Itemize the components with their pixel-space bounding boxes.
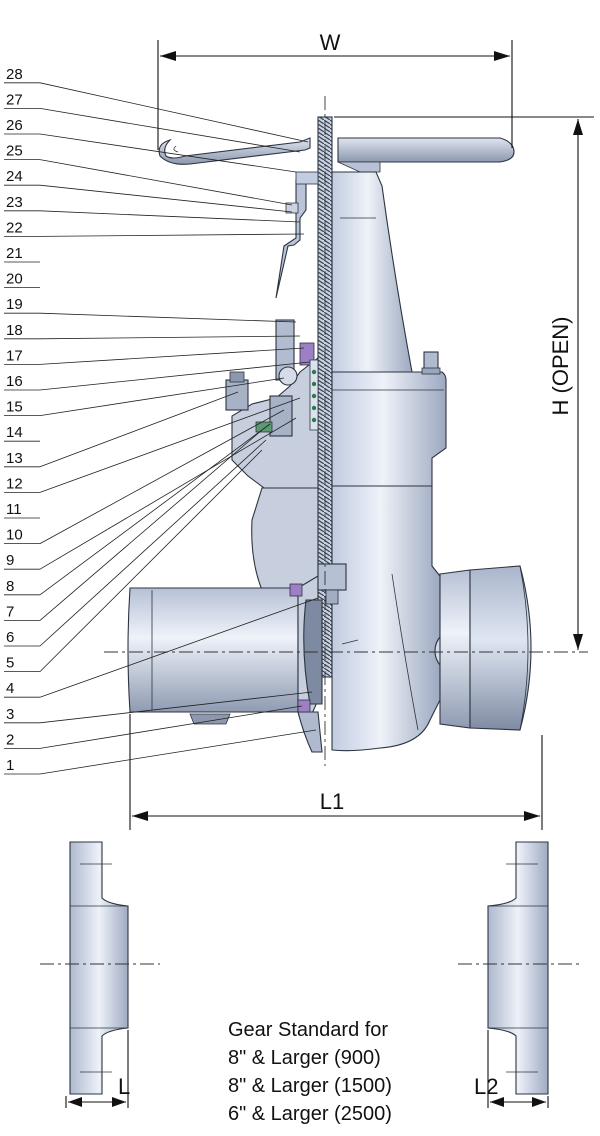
part-leader-line (39, 423, 271, 596)
part-number-label: 26 (6, 117, 23, 134)
part-leader-line (39, 417, 297, 570)
part-number-label: 6 (6, 629, 14, 646)
part-number-label: 17 (6, 347, 23, 364)
part-number-label: 4 (6, 680, 14, 697)
gear-standard-note: Gear Standard for 8" & Larger (900) 8" &… (228, 1019, 392, 1125)
part-number-label: 11 (6, 501, 22, 518)
dimension-w: W (157, 30, 513, 150)
part-leader-line (39, 439, 267, 647)
note-line: 8" & Larger (1500) (228, 1075, 392, 1097)
part-leader-line (39, 108, 301, 153)
part-number-label: 15 (6, 399, 23, 416)
part-number-label: 2 (6, 731, 14, 748)
part-number-label: 21 (6, 245, 23, 262)
part-number-label: 20 (6, 271, 23, 288)
handwheel (158, 137, 515, 173)
part-leader-line (39, 312, 297, 323)
part-number-label: 3 (6, 706, 14, 723)
center-lines (104, 96, 588, 766)
part-leader-line (39, 449, 263, 672)
bonnet-section (225, 319, 319, 489)
dimension-h-label: H (OPEN) (548, 317, 573, 416)
part-leader-line (39, 397, 301, 493)
part-number-label: 16 (6, 373, 23, 390)
bonnet (331, 351, 447, 487)
body-neck (251, 487, 319, 591)
part-leader-line (39, 133, 297, 173)
part-number-label: 24 (6, 168, 23, 185)
note-line: 6" & Larger (2500) (228, 1103, 392, 1125)
dimension-w-label: W (320, 30, 341, 55)
dimension-l1-label: L1 (320, 789, 344, 814)
part-leader-line (39, 729, 317, 775)
dimension-l2-label: L2 (474, 1074, 498, 1099)
part-number-label: 7 (6, 603, 14, 620)
part-number-label: 27 (6, 91, 23, 108)
part-leader-line (39, 691, 313, 724)
note-line: 8" & Larger (900) (228, 1047, 381, 1069)
part-number-label: 13 (6, 450, 23, 467)
yoke (275, 171, 413, 373)
part-number-label: 10 (6, 527, 23, 544)
part-number-label: 8 (6, 578, 14, 595)
part-number-label: 9 (6, 552, 14, 569)
part-leader-line (39, 233, 305, 237)
part-leader-line (39, 347, 305, 365)
part-number-label: 1 (6, 757, 14, 774)
part-leader-line (39, 705, 303, 749)
part-number-label: 5 (6, 655, 14, 672)
part-number-label: 28 (6, 66, 23, 83)
part-leader-line (39, 597, 319, 698)
note-line: Gear Standard for (228, 1019, 388, 1041)
part-leader-line (39, 391, 239, 468)
flange-end-right: L2 (458, 841, 580, 1108)
part-number-label: 12 (6, 475, 23, 492)
part-leader-line (39, 361, 311, 391)
part-number-label: 18 (6, 322, 23, 339)
part-leader-line (39, 377, 285, 416)
dimension-l-label: L (118, 1074, 130, 1099)
part-leader-line (39, 82, 309, 143)
part-leader-line (39, 409, 285, 544)
part-number-label: 14 (6, 424, 23, 441)
part-leader-line (39, 335, 301, 340)
part-leader-line (39, 210, 301, 223)
part-leader-line (39, 159, 293, 206)
part-callouts: 1234567891011121314151617181920212223242… (4, 66, 319, 775)
dimension-l1: L1 (129, 714, 543, 830)
dimension-h: H (OPEN) (334, 116, 594, 650)
part-number-label: 22 (6, 219, 23, 236)
part-number-label: 25 (6, 143, 23, 160)
pipe-ends (127, 565, 532, 731)
part-number-label: 23 (6, 194, 23, 211)
flange-end-left: L (40, 841, 160, 1108)
part-number-label: 19 (6, 296, 23, 313)
part-leader-line (39, 429, 263, 621)
part-leader-line (39, 184, 293, 213)
